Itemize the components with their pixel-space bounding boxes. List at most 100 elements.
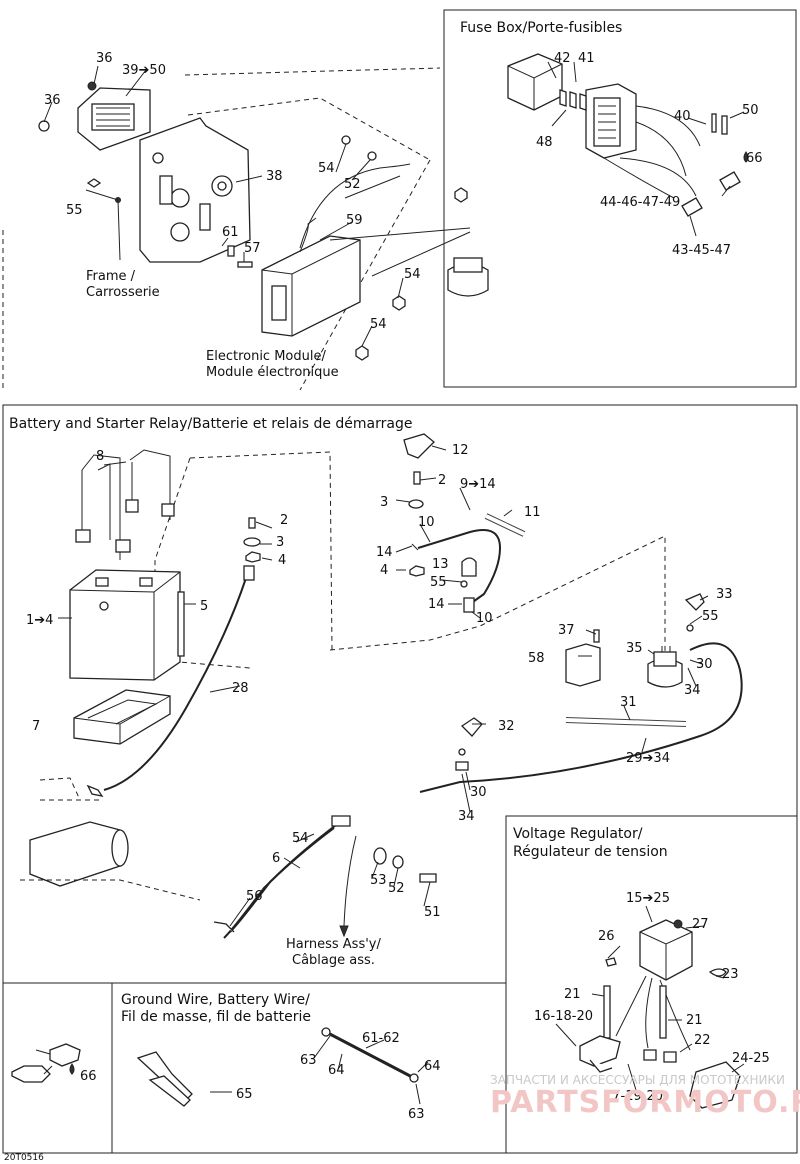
part-37: 37 <box>558 623 575 638</box>
part-number-labels: 36 36 39➔50 38 55 54 52 59 61 57 54 54 4… <box>26 51 770 1122</box>
part-32: 32 <box>498 719 515 734</box>
part-10-b: 10 <box>476 611 493 626</box>
connector-block <box>77 87 151 151</box>
part-55-left: 55 <box>66 203 83 218</box>
part-10-a: 10 <box>418 515 435 530</box>
part-54-a: 54 <box>318 161 335 176</box>
part-13: 13 <box>432 557 449 572</box>
part-30-b: 30 <box>470 785 487 800</box>
part-50: 50 <box>742 103 759 118</box>
part-58: 58 <box>528 651 545 666</box>
ground-wire-title-1: Ground Wire, Battery Wire/ <box>121 992 310 1008</box>
part-11: 11 <box>524 505 541 520</box>
part-6: 6 <box>272 851 280 866</box>
part-2-a: 2 <box>280 513 288 528</box>
part-5: 5 <box>200 599 208 614</box>
battery-section-frame <box>2 404 798 1154</box>
figure-code: 20T0516 <box>4 1153 44 1163</box>
part-42: 42 <box>554 51 571 66</box>
part-24-25: 24-25 <box>732 1051 770 1066</box>
part-51: 51 <box>424 905 441 920</box>
part-39-50: 39➔50 <box>122 63 166 78</box>
part-54-c: 54 <box>370 317 387 332</box>
part-55-b: 55 <box>430 575 447 590</box>
voltage-regulator-title-1: Voltage Regulator/ <box>513 826 643 842</box>
part-57: 57 <box>244 241 261 256</box>
part-40: 40 <box>674 109 691 124</box>
part-30-a: 30 <box>696 657 713 672</box>
battery <box>69 569 181 681</box>
part-63-b: 63 <box>408 1107 425 1122</box>
part-7: 7 <box>32 719 40 734</box>
part-52-b: 52 <box>388 881 405 896</box>
part-12: 12 <box>452 443 469 458</box>
part-4-b: 4 <box>380 563 388 578</box>
relay-part <box>447 257 489 297</box>
part-21-b: 21 <box>686 1013 703 1028</box>
part-16-18-20: 16-18-20 <box>534 1009 593 1024</box>
mounting-bracket <box>139 117 251 263</box>
part-43-45-47: 43-45-47 <box>672 243 731 258</box>
part-59: 59 <box>346 213 363 228</box>
part-35: 35 <box>626 641 643 656</box>
part-66-fuse: 66 <box>746 151 763 166</box>
fuse-box-title: Fuse Box/Porte-fusibles <box>460 20 622 36</box>
part-33: 33 <box>716 587 733 602</box>
part-63-a: 63 <box>300 1053 317 1068</box>
ground-wire-title-2: Fil de masse, fil de batterie <box>121 1009 311 1025</box>
part-23: 23 <box>722 967 739 982</box>
part-27: 27 <box>692 917 709 932</box>
part-31: 31 <box>620 695 637 710</box>
battery-assembly <box>20 433 743 939</box>
harness-label-2: Câblage ass. <box>292 953 375 968</box>
part-34-b: 34 <box>458 809 475 824</box>
part-28: 28 <box>232 681 249 696</box>
part-61-a: 61 <box>222 225 239 240</box>
part-8: 8 <box>96 449 104 464</box>
fuse-box-assembly <box>507 53 749 237</box>
fuse-box-frame <box>443 9 797 388</box>
ground-wire-assembly <box>11 1027 429 1107</box>
part-64-a: 64 <box>328 1063 345 1078</box>
starter-relay <box>647 646 683 688</box>
part-52-a: 52 <box>344 177 361 192</box>
frame-label-1: Frame / <box>86 269 136 284</box>
part-48: 48 <box>536 135 553 150</box>
part-34-a: 34 <box>684 683 701 698</box>
frame-label-2: Carrosserie <box>86 285 160 300</box>
electronic-module <box>261 163 411 337</box>
part-44-46-47-49: 44-46-47-49 <box>600 195 680 210</box>
part-3-a: 3 <box>276 535 284 550</box>
part-2-b: 2 <box>438 473 446 488</box>
part-1-4: 1➔4 <box>26 613 53 628</box>
part-53: 53 <box>370 873 387 888</box>
part-14-b: 14 <box>428 597 445 612</box>
part-36-left: 36 <box>44 93 61 108</box>
watermark-line-2: PARTSFORMOTO.RU <box>490 1085 800 1120</box>
part-21-a: 21 <box>564 987 581 1002</box>
part-66-terminal: 66 <box>80 1069 97 1084</box>
module-label-2: Module électronique <box>206 365 339 380</box>
watermark-line-1: ЗАПЧАСТИ И АКСЕССУАРЫ ДЛЯ МОТОТЕХНИКИ <box>490 1073 785 1087</box>
part-61-62: 61-62 <box>362 1031 400 1046</box>
part-15-25: 15➔25 <box>626 891 670 906</box>
module-assembly <box>2 65 489 391</box>
part-54-b: 54 <box>404 267 421 282</box>
part-4-a: 4 <box>278 553 286 568</box>
module-label-1: Electronic Module/ <box>206 349 326 364</box>
harness-label-1: Harness Ass'y/ <box>286 937 381 952</box>
part-65: 65 <box>236 1087 253 1102</box>
part-14-a: 14 <box>376 545 393 560</box>
voltage-regulator-title-2: Régulateur de tension <box>513 844 668 860</box>
part-9-14: 9➔14 <box>460 477 496 492</box>
part-64-b: 64 <box>424 1059 441 1074</box>
part-38: 38 <box>266 169 283 184</box>
part-29-34: 29➔34 <box>626 751 670 766</box>
fastener-hardware <box>38 81 468 361</box>
part-36-top: 36 <box>96 51 113 66</box>
part-17-19-20: 17-19-20 <box>604 1089 663 1104</box>
starter-motor <box>20 777 201 901</box>
part-22: 22 <box>694 1033 711 1048</box>
battery-tray <box>73 689 171 745</box>
